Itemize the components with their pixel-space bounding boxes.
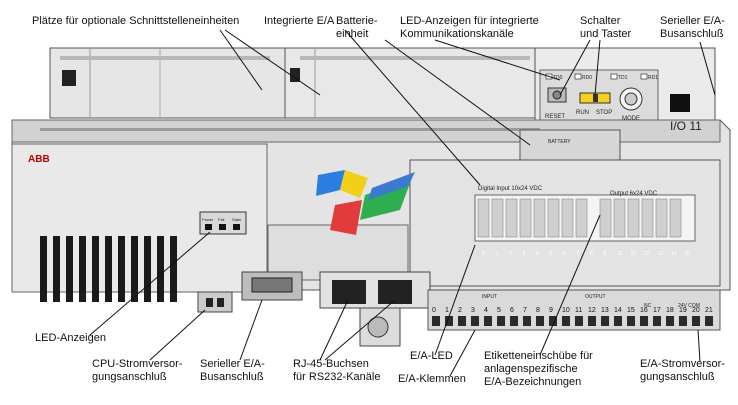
leader-lines: [89, 29, 716, 377]
led-number: 14: [671, 251, 677, 257]
nc-header: NC: [644, 303, 652, 309]
terminal-number: 2: [458, 307, 462, 314]
model-name: I/O 11: [670, 119, 702, 133]
terminal-number: 21: [705, 307, 713, 314]
led-number: 5: [550, 251, 553, 257]
led-number: 13: [658, 251, 664, 257]
led-number: 3: [523, 251, 526, 257]
terminal-number: 4: [484, 307, 488, 314]
terminal-number: 18: [666, 307, 674, 314]
led-number: 11: [631, 251, 636, 257]
terminal-number: 12: [588, 307, 596, 314]
power-led-text: Power: [202, 217, 214, 222]
battery-text: BATTERY: [548, 139, 571, 145]
terminal-number: 1: [445, 307, 449, 314]
terminal-number: 15: [627, 307, 635, 314]
stop-text: STOP: [596, 110, 612, 116]
terminal-number: 9: [549, 307, 553, 314]
label-switch: Schalter und Taster: [580, 15, 632, 40]
led-number: 15: [685, 251, 691, 257]
led-number: 4: [536, 251, 539, 257]
label-serial-io-bottom: Serieller E/A- Busanschluß: [200, 358, 265, 383]
led-number: 7: [577, 251, 580, 257]
terminal-number: 16: [640, 307, 648, 314]
label-io-terminals: E/A-Klemmen: [398, 373, 466, 385]
led-rd1-text: RD1: [648, 75, 658, 81]
terminal-number: 0: [432, 307, 436, 314]
colorful-logo: [316, 170, 415, 235]
terminal-number: 7: [523, 307, 527, 314]
led-number: 0: [482, 251, 485, 257]
terminal-number: 19: [679, 307, 687, 314]
terminal-number: 5: [497, 307, 501, 314]
label-slots: Plätze für optionale Schnittstelleneinhe…: [32, 15, 240, 27]
reset-text: RESET: [545, 114, 565, 120]
terminal-number: 6: [510, 307, 514, 314]
output-header: OUTPUT: [585, 294, 606, 300]
label-cpu-power: CPU-Stromversor- gungsanschluß: [92, 358, 183, 383]
led-number: 1: [496, 251, 499, 257]
terminal-number: 10: [562, 307, 570, 314]
label-serial-io-right: Serieller E/A- Busanschluß: [660, 15, 725, 40]
terminal-number: 17: [653, 307, 661, 314]
led-number: 6: [563, 251, 566, 257]
mode-text: MODE: [622, 116, 640, 122]
terminal-number: 11: [575, 307, 582, 314]
digital-input-text: Digital Input 10x24 VDC: [478, 186, 543, 192]
label-led-comm: LED-Anzeigen für integrierte Kommunikati…: [400, 15, 539, 40]
label-led-indicators: LED-Anzeigen: [35, 332, 106, 344]
label-label-slots: Etiketteneinschübe für anlagenspezifisch…: [484, 350, 593, 388]
run-text: RUN: [576, 110, 589, 116]
led-number: 2: [509, 251, 512, 257]
led-number: 12: [644, 251, 650, 257]
com-header: 24V COM: [678, 303, 700, 309]
device-texts: ABB I/O 11 BATTERY TD0 RD0 TD1 RD1 RESET…: [28, 75, 702, 309]
terminal-number: 8: [536, 307, 540, 314]
led-number: 8: [590, 251, 593, 257]
led-number: 10: [617, 251, 623, 257]
label-battery: Batterie- einheit: [336, 15, 378, 40]
terminal-number: 20: [692, 307, 700, 314]
option-slot-modules: [49, 47, 541, 119]
brand-logo: ABB: [28, 154, 50, 165]
terminal-number: 13: [601, 307, 609, 314]
label-io-led: E/A-LED: [410, 350, 453, 362]
terminal-number: 3: [471, 307, 475, 314]
led-rd0-text: RD0: [582, 75, 592, 81]
terminal-number: 14: [614, 307, 622, 314]
label-integrated-io: Integrierte E/A: [264, 15, 335, 27]
led-td0-text: TD0: [553, 75, 563, 81]
led-number: 9: [604, 251, 607, 257]
led-td1-text: TD1: [618, 75, 628, 81]
label-rj45: RJ-45-Buchsen für RS232-Kanäle: [293, 358, 381, 383]
input-header: INPUT: [482, 294, 497, 300]
output-text: Output 6x24 VDC: [610, 191, 658, 197]
fail-led-text: Fail: [218, 217, 225, 222]
label-io-power: E/A-Stromversor- gungsanschluß: [640, 358, 725, 383]
state-led-text: State: [232, 217, 242, 222]
